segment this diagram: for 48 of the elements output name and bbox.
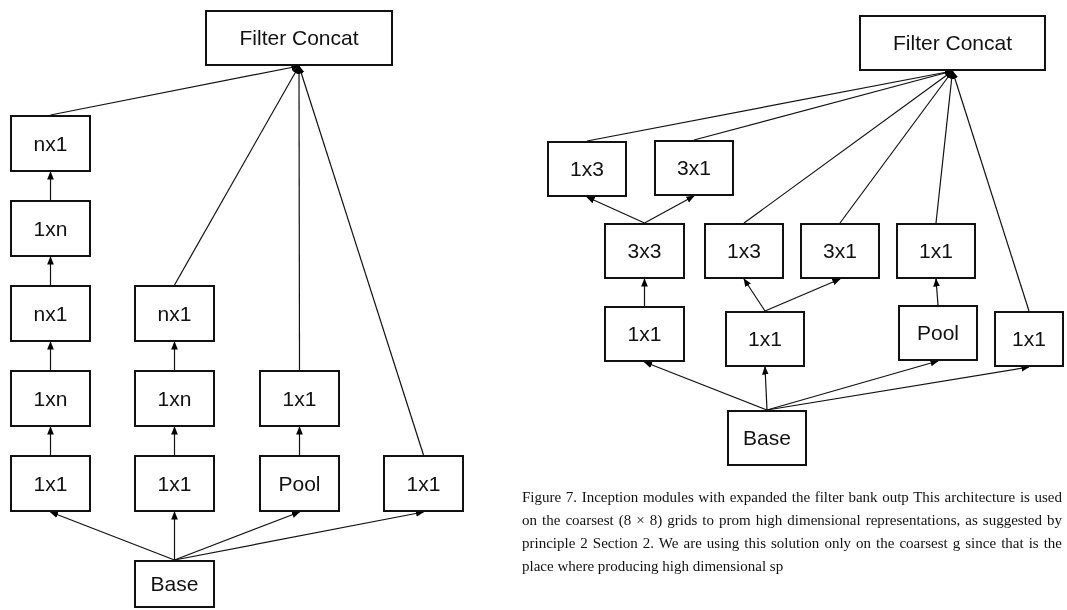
layer-box: 1xn (10, 200, 91, 257)
layer-box: 1xn (134, 370, 215, 427)
layer-box: 1x1 (604, 306, 685, 362)
arrow (586, 196, 646, 224)
layer-box: Base (134, 560, 215, 608)
layer-box: 1x1 (994, 311, 1064, 367)
arrow (641, 278, 648, 307)
arrow (171, 511, 178, 561)
arrow (743, 278, 766, 312)
arrow (47, 256, 54, 286)
arrow (643, 361, 768, 411)
layer-box: Filter Concat (859, 15, 1046, 71)
arrow (762, 366, 769, 411)
layer-box: nx1 (10, 285, 91, 342)
layer-box: Filter Concat (205, 10, 393, 66)
layer-box: 3x1 (654, 140, 734, 196)
arrow (171, 341, 178, 371)
arrow (951, 70, 1030, 312)
figure-caption: Figure 7. Inception modules with expanded the filter bank outp This architecture is used on the coarsest (8 × 8) grids to prom high dimensional representations, as suggested by principle 2 Section 2. We are using this solution only on the coarsest g since that is the place where producing high dimensional sp (522, 488, 1062, 576)
layer-box: Pool (898, 305, 978, 361)
arrow (47, 341, 54, 371)
layer-box: nx1 (10, 115, 91, 172)
arrow (643, 195, 695, 224)
layer-box: 1x1 (383, 455, 464, 512)
arrow (49, 64, 300, 116)
layer-box: 1x1 (10, 455, 91, 512)
arrow (173, 65, 300, 286)
layer-box: 1x1 (134, 455, 215, 512)
layer-box: 1x3 (704, 223, 784, 279)
arrow (173, 510, 425, 561)
arrow (764, 278, 841, 312)
layer-box: 3x1 (800, 223, 880, 279)
arrow (47, 426, 54, 456)
layer-box: 1xn (10, 370, 91, 427)
arrow (49, 511, 176, 561)
layer-box: 1x1 (259, 370, 340, 427)
layer-box: 3x3 (604, 223, 685, 279)
arrow (47, 171, 54, 201)
layer-box: 1x1 (896, 223, 976, 279)
layer-box: 1x3 (547, 141, 627, 197)
arrow (933, 278, 940, 306)
layer-box: Base (727, 410, 807, 466)
layer-box: 1x1 (725, 311, 805, 367)
arrow (296, 426, 303, 456)
arrow (298, 65, 425, 456)
arrow (171, 426, 178, 456)
layer-box: Pool (259, 455, 340, 512)
layer-box: nx1 (134, 285, 215, 342)
